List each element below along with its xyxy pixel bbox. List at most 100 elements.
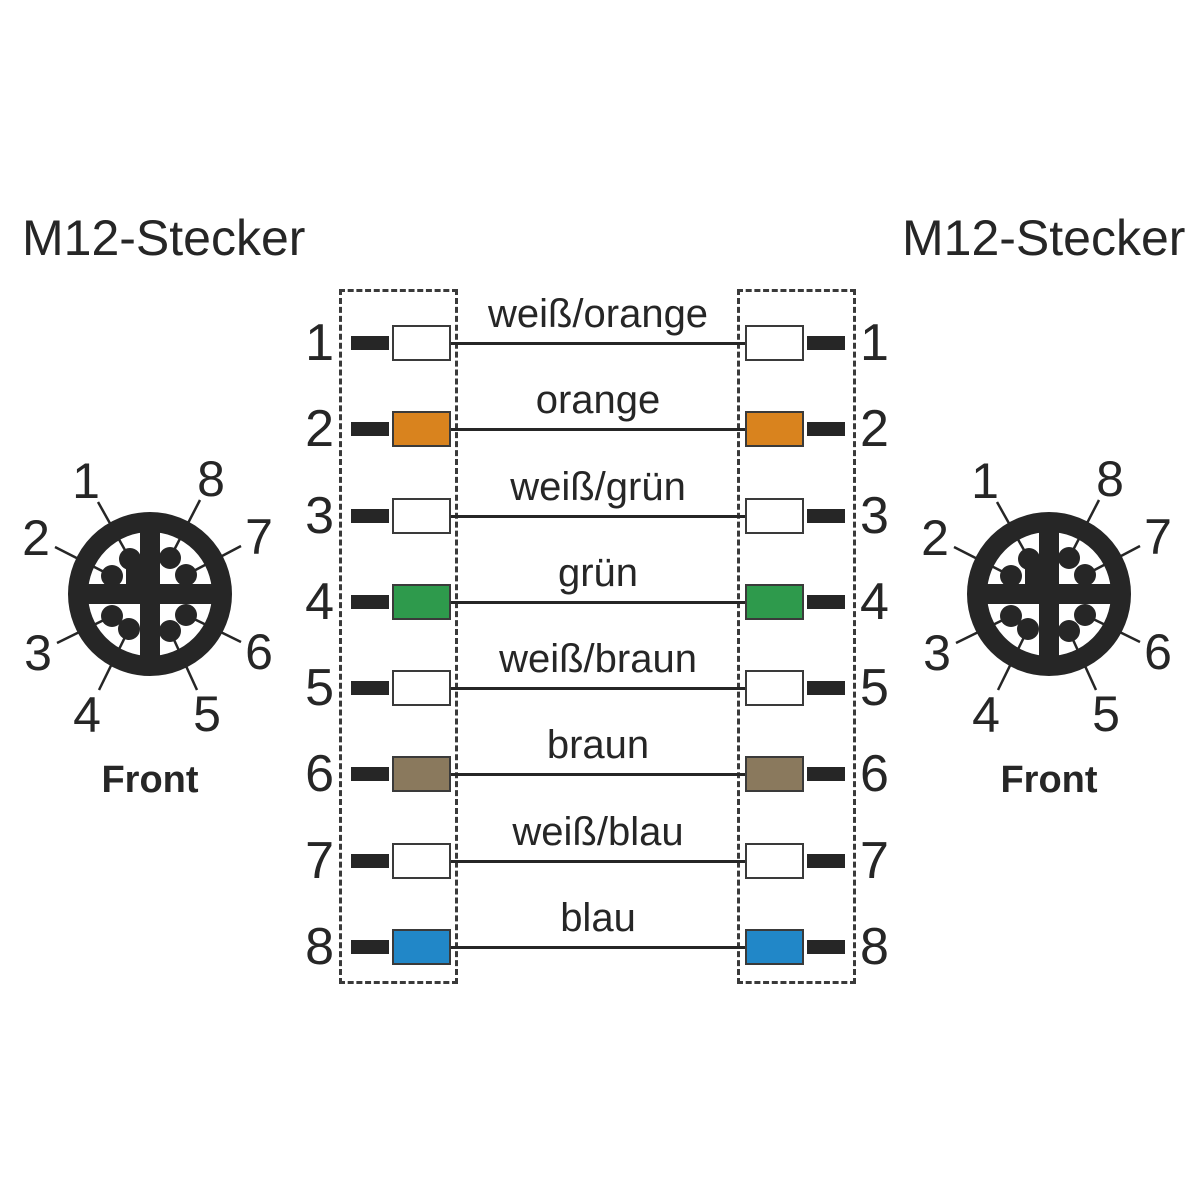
connector-pin-label: 7 [245, 509, 273, 565]
left-cable-stub [351, 767, 389, 781]
left-pin-number: 1 [305, 314, 334, 372]
right-pin-number: 5 [860, 659, 889, 717]
left-wire-color-box [392, 325, 451, 361]
right-cable-stub [807, 681, 845, 695]
left-pin-number: 7 [305, 832, 334, 890]
right-cable-stub [807, 595, 845, 609]
left-pin-number: 5 [305, 659, 334, 717]
wire-line [451, 860, 745, 863]
wire-color-label: braun [546, 723, 650, 767]
left-pin-number: 3 [305, 487, 334, 545]
left-connector-title: M12-Stecker [22, 210, 306, 266]
pin-contact-dot [159, 547, 181, 569]
right-cable-stub [807, 767, 845, 781]
left-pin-number: 2 [305, 400, 334, 458]
left-wire-color-box [392, 411, 451, 447]
left-cable-end-boundary [339, 289, 458, 984]
left-pin-number: 8 [305, 918, 334, 976]
wire-color-label: blau [560, 896, 636, 940]
wire-color-label: weiß/blau [512, 810, 684, 854]
left-wire-color-box [392, 670, 451, 706]
left-cable-stub [351, 509, 389, 523]
wire-line [451, 515, 745, 518]
divider-horizontal-bar [84, 584, 216, 604]
pin-contact-dot [1058, 620, 1080, 642]
pin-contact-dot [1000, 565, 1022, 587]
right-pin-number: 8 [860, 918, 889, 976]
right-cable-stub [807, 336, 845, 350]
front-label: Front [1000, 759, 1097, 801]
right-wire-color-box [745, 325, 804, 361]
connector-pin-label: 6 [245, 624, 273, 680]
connector-pin-label: 1 [72, 453, 100, 509]
wire-line [451, 601, 745, 604]
wire-color-label: weiß/braun [499, 637, 697, 681]
right-pin-number: 4 [860, 573, 889, 631]
right-pin-number: 7 [860, 832, 889, 890]
pin-contact-dot [175, 564, 197, 586]
pin-contact-dot [1000, 605, 1022, 627]
right-pin-number: 6 [860, 745, 889, 803]
wire-color-label: grün [557, 551, 639, 595]
right-cable-stub [807, 854, 845, 868]
pin-contact-dot [118, 618, 140, 640]
pin-contact-dot [1017, 618, 1039, 640]
wire-color-label: weiß/orange [487, 292, 709, 336]
right-wire-color-box [745, 929, 804, 965]
connector-pin-label: 1 [971, 453, 999, 509]
connector-pin-label: 5 [1092, 686, 1120, 742]
wire-color-label: weiß/grün [510, 465, 686, 509]
left-cable-stub [351, 681, 389, 695]
left-wire-color-box [392, 498, 451, 534]
pin-contact-dot [119, 548, 141, 570]
connector-ring [967, 512, 1131, 676]
connector-pin-label: 4 [972, 687, 1000, 743]
right-wire-color-box [745, 411, 804, 447]
right-cable-stub [807, 940, 845, 954]
pin-contact-dot [1074, 604, 1096, 626]
connector-pin-label: 8 [1096, 451, 1124, 507]
connector-pin-label: 7 [1144, 509, 1172, 565]
left-pin-number: 6 [305, 745, 334, 803]
left-wire-color-box [392, 756, 451, 792]
right-pin-number: 1 [860, 314, 889, 372]
divider-horizontal-bar [983, 584, 1115, 604]
left-wire-color-box [392, 843, 451, 879]
right-cable-stub [807, 422, 845, 436]
connector-pin-label: 3 [923, 625, 951, 681]
right-cable-stub [807, 509, 845, 523]
pin-contact-dot [175, 604, 197, 626]
pin-contact-dot [1058, 547, 1080, 569]
right-pin-number: 2 [860, 400, 889, 458]
right-pin-number: 3 [860, 487, 889, 545]
pin-contact-dot [101, 565, 123, 587]
right-wire-color-box [745, 584, 804, 620]
connector-pin-label: 4 [73, 687, 101, 743]
connector-pin-label: 6 [1144, 624, 1172, 680]
left-cable-stub [351, 595, 389, 609]
connector-ring [68, 512, 232, 676]
pin-contact-dot [1074, 564, 1096, 586]
right-cable-end-boundary [737, 289, 856, 984]
left-cable-stub [351, 940, 389, 954]
connector-pin-label: 8 [197, 451, 225, 507]
wire-line [451, 773, 745, 776]
pin-contact-dot [159, 620, 181, 642]
pin-contact-dot [101, 605, 123, 627]
pin-contact-dot [1018, 548, 1040, 570]
connector-pin-label: 5 [193, 686, 221, 742]
connector-pin-label: 2 [22, 510, 50, 566]
right-wire-color-box [745, 670, 804, 706]
left-wire-color-box [392, 584, 451, 620]
connector-pin-label: 2 [921, 510, 949, 566]
wire-color-label: orange [535, 378, 661, 422]
right-wire-color-box [745, 756, 804, 792]
wire-line [451, 946, 745, 949]
right-wire-color-box [745, 498, 804, 534]
connector-pin-label: 3 [24, 625, 52, 681]
left-pin-number: 4 [305, 573, 334, 631]
wire-line [451, 342, 745, 345]
